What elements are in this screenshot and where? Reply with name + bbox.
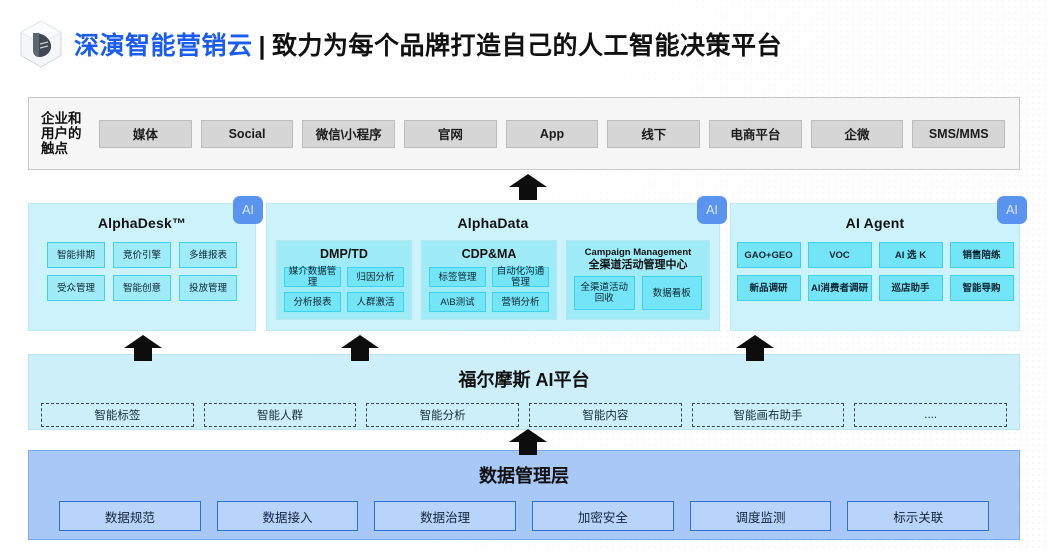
tagline: 致力为每个品牌打造自己的人工智能决策平台 (272, 32, 783, 60)
ai-agent-tile-grid: GAO+GEO VOC AI 选 K 销售陪练 新品调研 AI消费者调研 巡店助… (736, 242, 1014, 301)
ai-badge: AI (233, 196, 263, 224)
holmes-ai-platform-section: 福尔摩斯 AI平台 智能标签 智能人群 智能分析 智能内容 智能画布助手 ...… (28, 354, 1020, 430)
alphadata-groups: DMP/TD 媒介数据管理 归因分析 分析报表 人群激活 CDP&MA 标签管理… (267, 240, 719, 329)
alphadesk-tile[interactable]: 投放管理 (179, 275, 237, 301)
data-management-layer-section: 数据管理层 数据规范 数据接入 数据治理 加密安全 调度监测 标示关联 (28, 450, 1020, 540)
ai-agent-tile[interactable]: 巡店助手 (878, 275, 943, 301)
data-layer-chip[interactable]: 加密安全 (532, 501, 674, 531)
ai-agent-tile[interactable]: GAO+GEO (736, 242, 801, 268)
holmes-platform-title: 福尔摩斯 AI平台 (458, 370, 590, 390)
products-row: AI AlphaDesk™ 智能排期 竞价引擎 多维报表 受众管理 智能创意 投… (28, 196, 1027, 331)
touchpoint-chip[interactable]: 线下 (607, 119, 701, 148)
data-layer-chip[interactable]: 数据规范 (59, 501, 201, 531)
holmes-chip[interactable]: 智能人群 (203, 403, 357, 427)
ai-agent-tile[interactable]: 销售陪练 (949, 242, 1014, 268)
up-arrow-icon (736, 335, 774, 361)
holmes-chip[interactable]: 智能画布助手 (691, 403, 845, 427)
holmes-chip[interactable]: 智能标签 (41, 403, 194, 427)
alphadesk-tile-grid: 智能排期 竞价引擎 多维报表 受众管理 智能创意 投放管理 (47, 242, 237, 301)
cdp-tile-grid: 标签管理 自动化沟通管理 A\B测试 营销分析 (429, 266, 549, 312)
product-card-alphadesk[interactable]: AI AlphaDesk™ 智能排期 竞价引擎 多维报表 受众管理 智能创意 投… (28, 196, 263, 331)
alphadesk-tile[interactable]: 多维报表 (179, 242, 237, 268)
holmes-chip[interactable]: 智能内容 (529, 403, 682, 427)
dmp-tile-grid: 媒介数据管理 归因分析 分析报表 人群激活 (284, 266, 404, 312)
alphadata-group-dmp[interactable]: DMP/TD 媒介数据管理 归因分析 分析报表 人群激活 (276, 240, 412, 320)
up-arrow-icon (509, 174, 547, 200)
ai-agent-tile[interactable]: VOC (807, 242, 872, 268)
holmes-chip[interactable]: 智能分析 (366, 403, 520, 427)
group-title-campaign: Campaign Management 全渠道活动管理中心 (585, 247, 692, 271)
hexagon-leaf-logo-icon (18, 19, 64, 69)
touchpoint-chip[interactable]: 官网 (404, 119, 497, 148)
ai-badge: AI (697, 196, 727, 224)
alphadata-group-campaign[interactable]: Campaign Management 全渠道活动管理中心 全渠道活动回收 数据… (566, 240, 710, 320)
group-title-campaign-cn: 全渠道活动管理中心 (588, 259, 688, 271)
dmp-tile[interactable]: 归因分析 (347, 267, 404, 287)
brand-name: 深演智能营销云 (74, 32, 253, 60)
ai-agent-tile[interactable]: AI消费者调研 (807, 275, 872, 301)
card-title-alphadesk: AlphaDesk™ (97, 215, 187, 231)
data-layer-chip[interactable]: 调度监测 (689, 501, 832, 531)
alphadesk-tile[interactable]: 竞价引擎 (113, 242, 171, 268)
dmp-tile[interactable]: 媒介数据管理 (284, 266, 341, 288)
cdp-tile[interactable]: 营销分析 (492, 292, 549, 312)
data-layer-chip[interactable]: 标示关联 (847, 501, 990, 531)
dmp-tile[interactable]: 人群激活 (347, 292, 404, 312)
touchpoint-chip[interactable]: SMS/MMS (912, 119, 1006, 148)
product-card-ai-agent[interactable]: AI AI Agent GAO+GEO VOC AI 选 K 销售陪练 新品调研… (730, 196, 1027, 331)
campaign-tile[interactable]: 全渠道活动回收 (574, 276, 635, 310)
card-title-alphadata: AlphaData (457, 215, 529, 231)
card-title-ai-agent: AI Agent (845, 215, 905, 231)
alphadesk-tile[interactable]: 智能创意 (113, 275, 171, 301)
group-title-dmp: DMP/TD (320, 247, 368, 261)
dmp-tile[interactable]: 分析报表 (284, 292, 341, 312)
campaign-tile[interactable]: 数据看板 (641, 276, 702, 310)
page-title: 深演智能营销云|致力为每个品牌打造自己的人工智能决策平台 (74, 26, 782, 62)
touchpoint-chip[interactable]: App (505, 119, 599, 148)
cdp-tile[interactable]: 标签管理 (429, 267, 486, 287)
touchpoint-chip[interactable]: Social (200, 119, 294, 148)
campaign-tile-row: 全渠道活动回收 数据看板 (574, 276, 702, 310)
touchpoints-label: 企业和用户的触点 (41, 111, 82, 156)
touchpoints-section: 企业和用户的触点 媒体 Social 微信\小程序 官网 App 线下 电商平台… (28, 97, 1020, 170)
alphadesk-tile[interactable]: 智能排期 (47, 242, 105, 268)
touchpoint-chip[interactable]: 电商平台 (709, 119, 802, 148)
touchpoint-chip[interactable]: 媒体 (99, 119, 192, 148)
ai-badge: AI (997, 196, 1027, 224)
touchpoints-list: 媒体 Social 微信\小程序 官网 App 线下 电商平台 企微 SMS/M… (89, 119, 1019, 148)
ai-agent-tile[interactable]: 智能导购 (949, 275, 1014, 301)
alphadata-group-cdp[interactable]: CDP&MA 标签管理 自动化沟通管理 A\B测试 营销分析 (421, 240, 557, 320)
data-layer-list: 数据规范 数据接入 数据治理 加密安全 调度监测 标示关联 (29, 501, 1019, 531)
data-layer-chip[interactable]: 数据接入 (216, 501, 359, 531)
group-title-cdp: CDP&MA (461, 247, 517, 261)
holmes-chip-more[interactable]: .... (854, 403, 1008, 427)
product-card-alphadata[interactable]: AI AlphaData DMP/TD 媒介数据管理 归因分析 分析报表 人群激… (266, 196, 727, 331)
touchpoint-chip[interactable]: 企微 (810, 119, 904, 148)
group-title-campaign-en: Campaign Management (584, 247, 692, 258)
alphadesk-tile[interactable]: 受众管理 (47, 275, 105, 301)
ai-agent-tile[interactable]: 新品调研 (736, 275, 801, 301)
up-arrow-icon (124, 335, 162, 361)
data-layer-chip[interactable]: 数据治理 (374, 501, 517, 531)
title-separator: | (258, 32, 267, 60)
up-arrow-icon (509, 429, 547, 455)
touchpoint-chip[interactable]: 微信\小程序 (302, 119, 396, 148)
page-header: 深演智能营销云|致力为每个品牌打造自己的人工智能决策平台 (0, 0, 1048, 88)
holmes-capability-list: 智能标签 智能人群 智能分析 智能内容 智能画布助手 .... (29, 403, 1019, 427)
cdp-tile[interactable]: 自动化沟通管理 (492, 266, 549, 288)
data-layer-title: 数据管理层 (479, 466, 569, 486)
cdp-tile[interactable]: A\B测试 (429, 292, 486, 312)
ai-agent-tile[interactable]: AI 选 K (878, 242, 943, 268)
up-arrow-icon (341, 335, 379, 361)
